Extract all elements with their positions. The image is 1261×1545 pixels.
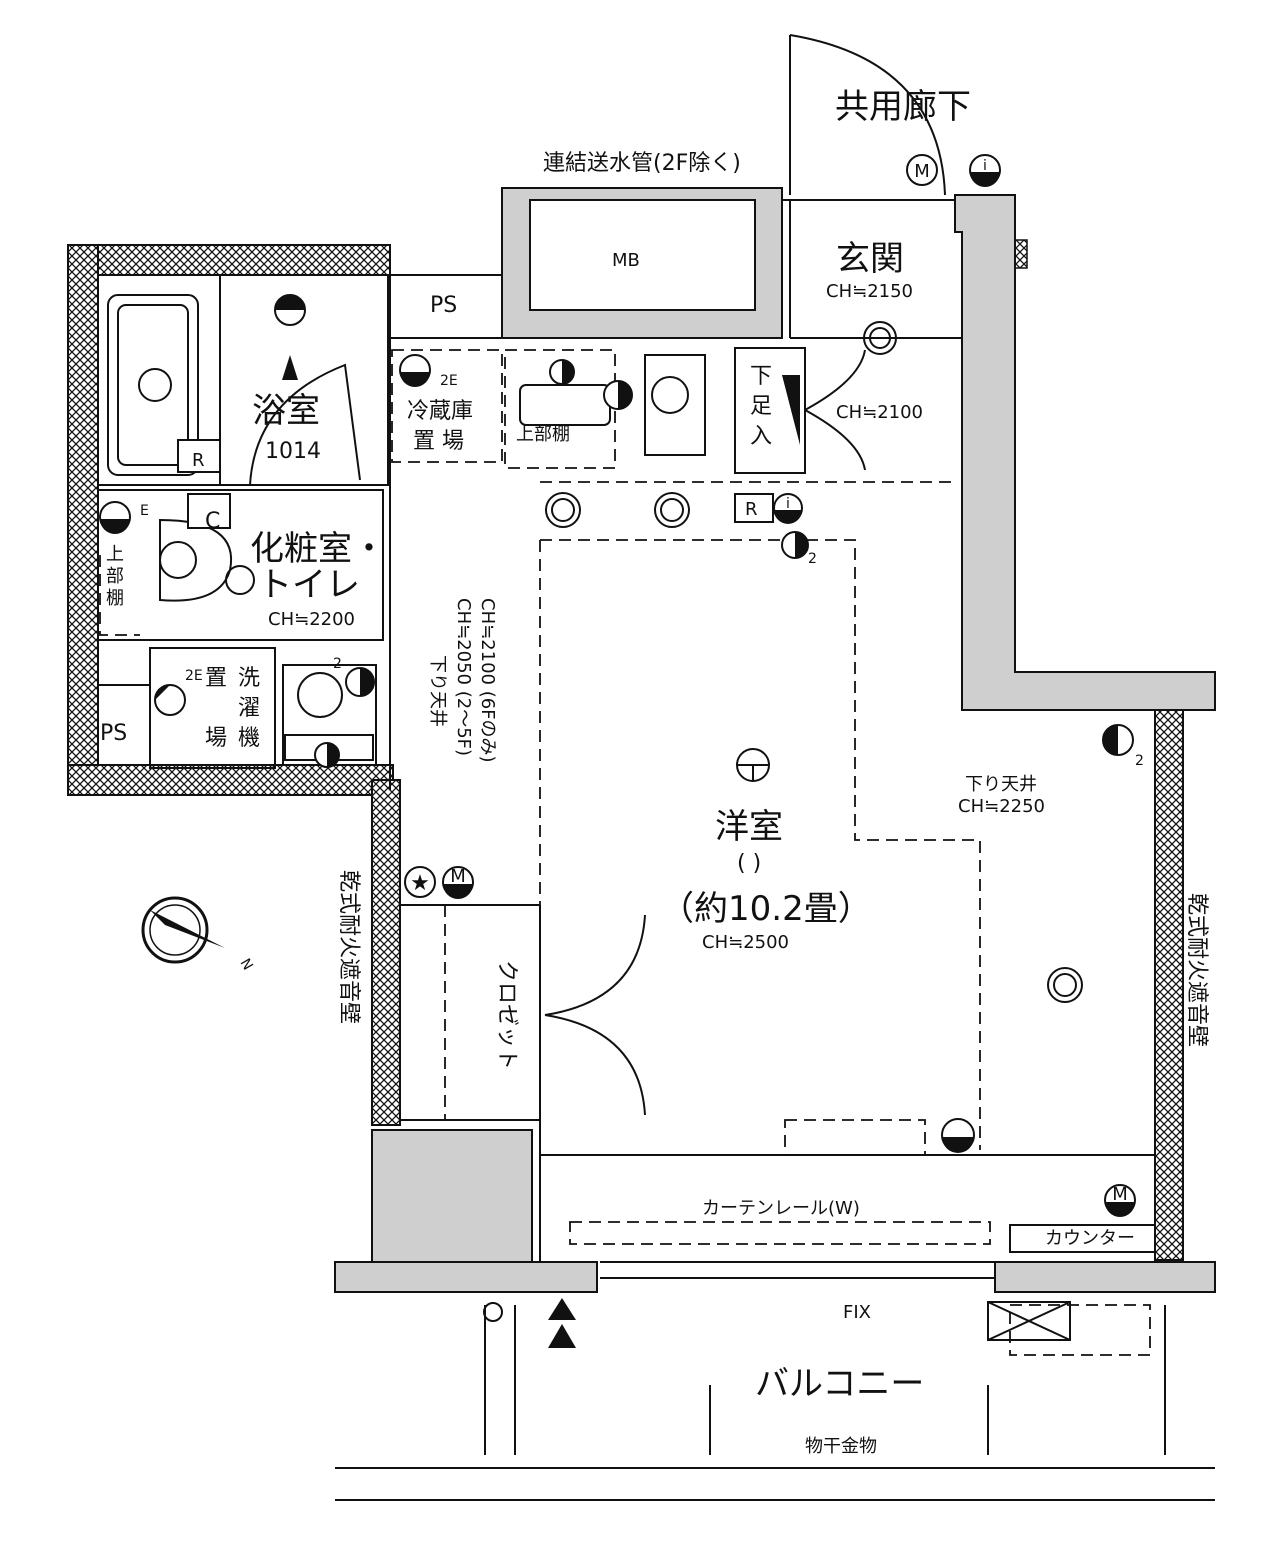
bath-label: 浴室 xyxy=(252,391,320,431)
western-room-size: （約10.2畳） xyxy=(660,889,872,929)
meter-tag: M xyxy=(450,866,466,887)
western-room-ch: CH≒2500 xyxy=(702,932,789,953)
ps-top-label: PS xyxy=(430,293,457,318)
shoe-label-1: 下 xyxy=(750,364,772,389)
left-wall-label: 乾式耐火遮音壁 xyxy=(336,870,361,1024)
corridor-label: 共用廊下 xyxy=(835,87,971,127)
outlet-icon xyxy=(314,742,340,768)
shoe-label-2: 足 xyxy=(750,394,772,419)
intercom-tag-2: i xyxy=(786,496,790,512)
upward-arrow-icon xyxy=(548,1298,576,1348)
washer-tag: 2E xyxy=(185,668,203,684)
western-room-paren: ( ) xyxy=(737,851,761,876)
light-icon xyxy=(1047,967,1083,1003)
door-swings xyxy=(249,34,946,1116)
washer-3: 機 xyxy=(238,726,260,751)
washer-place-2: 場 xyxy=(205,726,227,751)
outlet-icon xyxy=(154,684,186,716)
tag-c: C xyxy=(205,509,220,534)
meter-tag: M xyxy=(914,161,930,182)
lowered-ceiling-right-ch: CH≒2250 xyxy=(958,796,1045,817)
star-icon: ★ xyxy=(404,866,436,898)
symbols: M i M M ★ i xyxy=(99,154,1136,1217)
outlet-icon xyxy=(345,667,375,697)
vanity-label-2: トイレ xyxy=(258,565,360,605)
fridge-tag: 2E xyxy=(440,373,458,389)
tag-e: E xyxy=(140,503,149,519)
svg-text:★: ★ xyxy=(410,871,430,896)
fix-label: FIX xyxy=(843,1302,871,1323)
left-shelf-3: 棚 xyxy=(106,588,124,609)
shoe-box-marker xyxy=(782,375,800,445)
compass-icon: N xyxy=(141,896,256,973)
room-labels: 共用廊下 連結送水管(2F除く) MB 玄関 CH≒2150 PS PS 浴室 … xyxy=(100,87,1209,1457)
entrance-ch: CH≒2150 xyxy=(826,281,913,302)
meter-icon: M xyxy=(1104,1184,1136,1217)
western-room-label: 洋室 xyxy=(715,807,783,847)
fixtures xyxy=(107,294,1071,1341)
outlet-icon xyxy=(603,380,633,410)
meter-icon: M xyxy=(442,866,474,899)
svg-text:N: N xyxy=(237,956,256,973)
shoe-ch: CH≒2100 xyxy=(836,402,923,423)
entrance-label: 玄関 xyxy=(836,239,904,279)
light-icon xyxy=(483,1302,503,1322)
intercom-icon: i xyxy=(969,154,1001,187)
outlet-icon xyxy=(99,501,131,534)
hatched-walls xyxy=(67,239,1184,1261)
fridge-label-2: 置 場 xyxy=(413,429,464,454)
outlet-icon xyxy=(1102,724,1134,756)
tag-2-room: 2 xyxy=(808,551,817,567)
lowered-ceiling-left-ch2: CH≒2100 (6Fのみ) xyxy=(477,598,498,763)
washer-1: 洗 xyxy=(238,666,260,691)
outlet-icon xyxy=(781,531,809,559)
fridge-label-1: 冷蔵庫 xyxy=(407,399,473,424)
tag-r-bath: R xyxy=(192,450,205,471)
outlet-icon xyxy=(941,1118,975,1153)
lowered-ceiling-right: 下り天井 xyxy=(965,774,1037,795)
mb-label: MB xyxy=(612,250,640,271)
concrete-walls xyxy=(334,187,1216,1293)
meter-icon: M xyxy=(906,154,938,186)
vanity-ch: CH≒2200 xyxy=(268,609,355,630)
light-icon xyxy=(545,492,581,528)
tag-r-room: R xyxy=(745,499,758,520)
balcony-posts xyxy=(484,1305,1166,1455)
washer-place-1: 置 xyxy=(205,666,227,691)
right-wall-label: 乾式耐火遮音壁 xyxy=(1184,893,1209,1047)
intercom-tag: i xyxy=(983,158,987,174)
laundry-pole-label: 物干金物 xyxy=(805,1436,877,1457)
ps-left-label: PS xyxy=(100,721,127,746)
lowered-ceiling-left-ch1: CH≒2050 (2〜5F) xyxy=(453,598,474,756)
outlet-icon xyxy=(399,354,431,387)
tag-2-washer: 2 xyxy=(333,656,342,672)
closet-label: クロゼット xyxy=(494,960,519,1070)
left-shelf-1: 上 xyxy=(106,544,124,565)
shoe-label-3: 入 xyxy=(750,424,772,449)
outlet-icon xyxy=(274,294,306,380)
bath-size: 1014 xyxy=(265,439,321,464)
outlet-icon: i xyxy=(773,493,803,524)
meter-tag: M xyxy=(1112,1184,1128,1205)
kitchen-upper-shelf: 上部棚 xyxy=(516,424,570,445)
standpipe-label: 連結送水管(2F除く) xyxy=(543,151,741,176)
vanity-label-1: 化粧室・ xyxy=(250,529,386,569)
outlet-icon xyxy=(549,359,575,385)
light-icon xyxy=(863,321,897,355)
balcony-label: バルコニー xyxy=(755,1364,924,1404)
washer-2: 濯 xyxy=(238,696,260,721)
tag-2-right: 2 xyxy=(1135,753,1144,769)
left-shelf-2: 部 xyxy=(106,566,124,587)
lowered-ceiling-left: 下り天井 xyxy=(427,655,448,727)
curtain-rail-label: カーテンレール(W) xyxy=(702,1198,860,1219)
dashed-lines xyxy=(99,349,1151,1356)
light-icon xyxy=(654,492,690,528)
smoke-detector-icon xyxy=(736,748,770,782)
counter-label: カウンター xyxy=(1045,1228,1135,1249)
